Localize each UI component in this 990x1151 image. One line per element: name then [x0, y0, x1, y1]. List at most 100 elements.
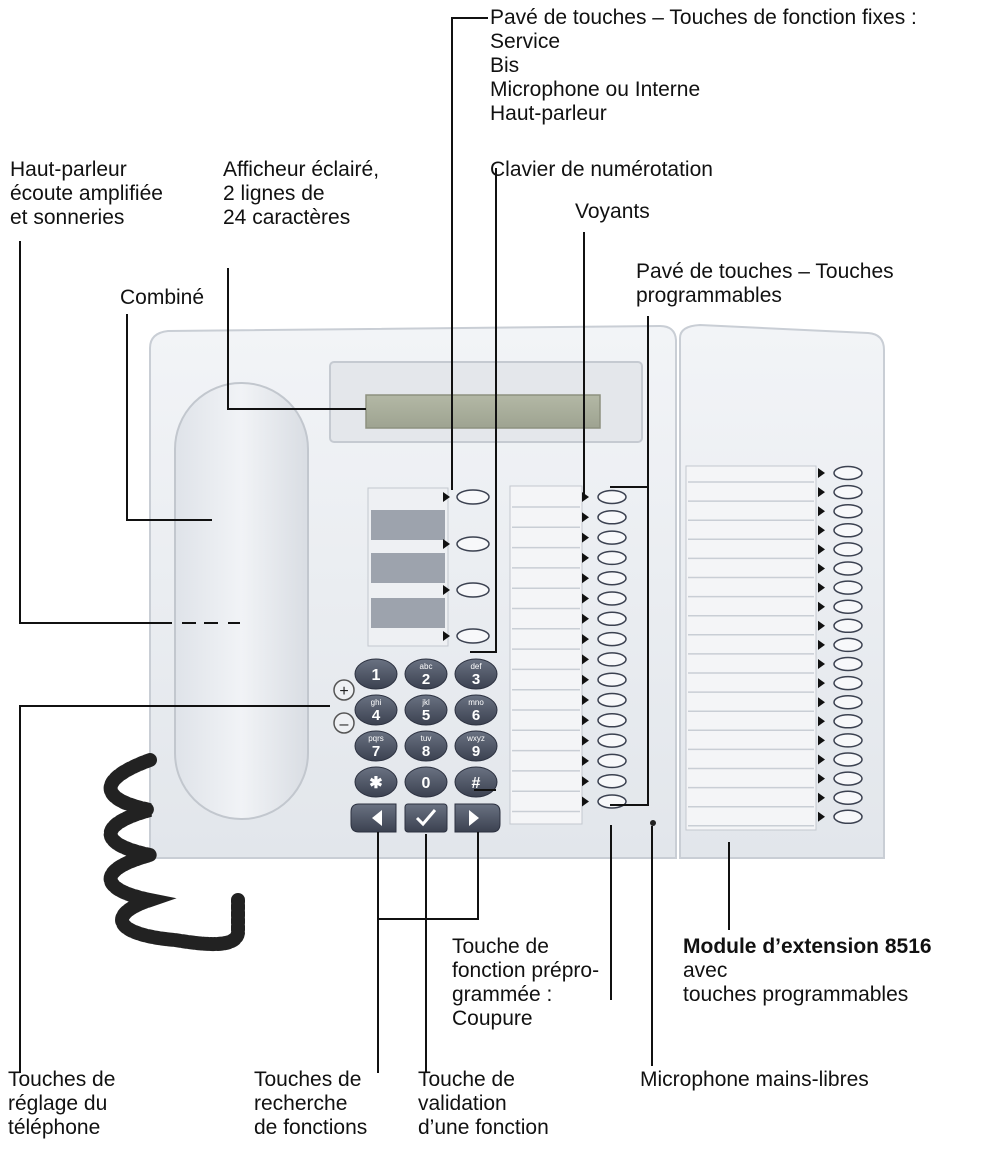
keypad-letters: abc [420, 662, 433, 671]
display-line: 24 caractères [223, 206, 351, 229]
programmable-key[interactable] [597, 591, 627, 606]
mute-key-label: Touche de fonction prépro- grammée : Cou… [452, 935, 599, 1031]
keypad-key-#[interactable]: # [454, 766, 498, 798]
prog-keys-line: Pavé de touches – Touches [636, 260, 894, 283]
volume-plus-button [333, 679, 355, 701]
confirm-key-line: validation [418, 1092, 507, 1115]
led-indicator [818, 601, 825, 612]
speaker-line: écoute amplifiée [10, 182, 163, 205]
microphone-text: Microphone mains-libres [640, 1068, 869, 1091]
programmable-key[interactable] [597, 570, 627, 586]
leds-text: Voyants [575, 200, 650, 223]
leds-label: Voyants [575, 200, 650, 224]
led-indicator [818, 754, 825, 765]
module-key[interactable] [833, 599, 863, 614]
module-key[interactable] [833, 465, 863, 481]
led-indicator [582, 715, 589, 726]
programmable-key[interactable] [597, 510, 627, 525]
programmable-key[interactable] [597, 773, 627, 789]
led-indicator [818, 620, 825, 631]
programmable-key[interactable] [597, 753, 627, 769]
mute-key-line: Touche de [452, 935, 549, 958]
led-indicator [818, 811, 825, 822]
keypad-letters: pqrs [368, 734, 384, 743]
keypad-letters: wxyz [466, 734, 485, 743]
led-indicator [582, 573, 589, 584]
keypad-key-0[interactable]: 0 [404, 766, 448, 798]
module-key[interactable] [833, 675, 863, 691]
module-key[interactable] [833, 484, 863, 500]
module-key[interactable] [833, 542, 863, 557]
function-key[interactable] [456, 628, 490, 644]
programmable-key[interactable] [597, 489, 627, 505]
keypad-digit: ✱ [369, 775, 382, 792]
keypad-key-1[interactable]: 1 [354, 658, 398, 690]
module-key[interactable] [833, 809, 863, 825]
module-key[interactable] [833, 694, 863, 710]
module-key[interactable] [833, 580, 863, 595]
module-line: avec [683, 959, 728, 982]
programmable-key[interactable] [597, 550, 627, 566]
programmable-key[interactable] [597, 692, 627, 708]
display-label: Afficheur éclairé, 2 lignes de 24 caract… [223, 158, 379, 230]
programmable-key[interactable] [597, 631, 627, 647]
led-indicator [443, 585, 450, 595]
function-key[interactable] [456, 489, 490, 505]
led-indicator [818, 659, 825, 669]
keypad-digit: 9 [472, 743, 480, 760]
mute-key-line: fonction prépro- [452, 959, 600, 982]
function-key[interactable] [456, 536, 490, 552]
module-key[interactable] [833, 714, 863, 729]
keypad-letters: mno [468, 698, 484, 707]
handset-cord [103, 753, 245, 951]
search-keys-line: recherche [254, 1092, 348, 1115]
function-keys-label: Pavé de touches – Touches de fonction fi… [490, 6, 917, 126]
function-key[interactable] [456, 582, 490, 598]
module-key[interactable] [833, 523, 863, 538]
led-indicator [582, 593, 589, 604]
module-key[interactable] [833, 752, 863, 767]
programmable-key[interactable] [597, 794, 627, 809]
module-key[interactable] [833, 561, 863, 576]
module-key[interactable] [833, 656, 863, 672]
keypad-digit: 7 [372, 743, 380, 760]
led-indicator [818, 678, 825, 689]
programmable-key[interactable] [597, 652, 627, 667]
module-key[interactable] [833, 618, 863, 634]
volume-minus-button [333, 712, 355, 734]
search-keys-line: Touches de [254, 1068, 362, 1091]
speaker-line: Haut-parleur [10, 158, 127, 181]
programmable-key[interactable] [597, 672, 627, 687]
search-keys-line: de fonctions [254, 1116, 368, 1139]
module-key[interactable] [833, 771, 863, 786]
adjust-keys-line: téléphone [8, 1116, 101, 1139]
programmable-key[interactable] [597, 530, 627, 545]
led-indicator [818, 735, 825, 746]
keypad-letters: tuv [421, 734, 432, 743]
dial-pad-label: Clavier de numérotation [490, 158, 713, 182]
programmable-key[interactable] [597, 733, 627, 748]
module-key[interactable] [833, 733, 863, 748]
keypad-key-✱[interactable]: ✱ [354, 766, 398, 798]
confirm-key-line: Touche de [418, 1068, 515, 1091]
programmable-key[interactable] [597, 713, 627, 728]
module-key[interactable] [833, 790, 863, 805]
led-indicator [582, 654, 589, 665]
module-key[interactable] [833, 637, 863, 653]
microphone-label: Microphone mains-libres [640, 1068, 869, 1092]
programmable-key[interactable] [597, 611, 627, 627]
keypad-digit: 5 [422, 707, 430, 724]
led-indicator [818, 792, 825, 803]
module-key[interactable] [833, 503, 863, 519]
microphone-hole [650, 820, 656, 826]
confirm-key-line: d’une fonction [418, 1116, 549, 1139]
